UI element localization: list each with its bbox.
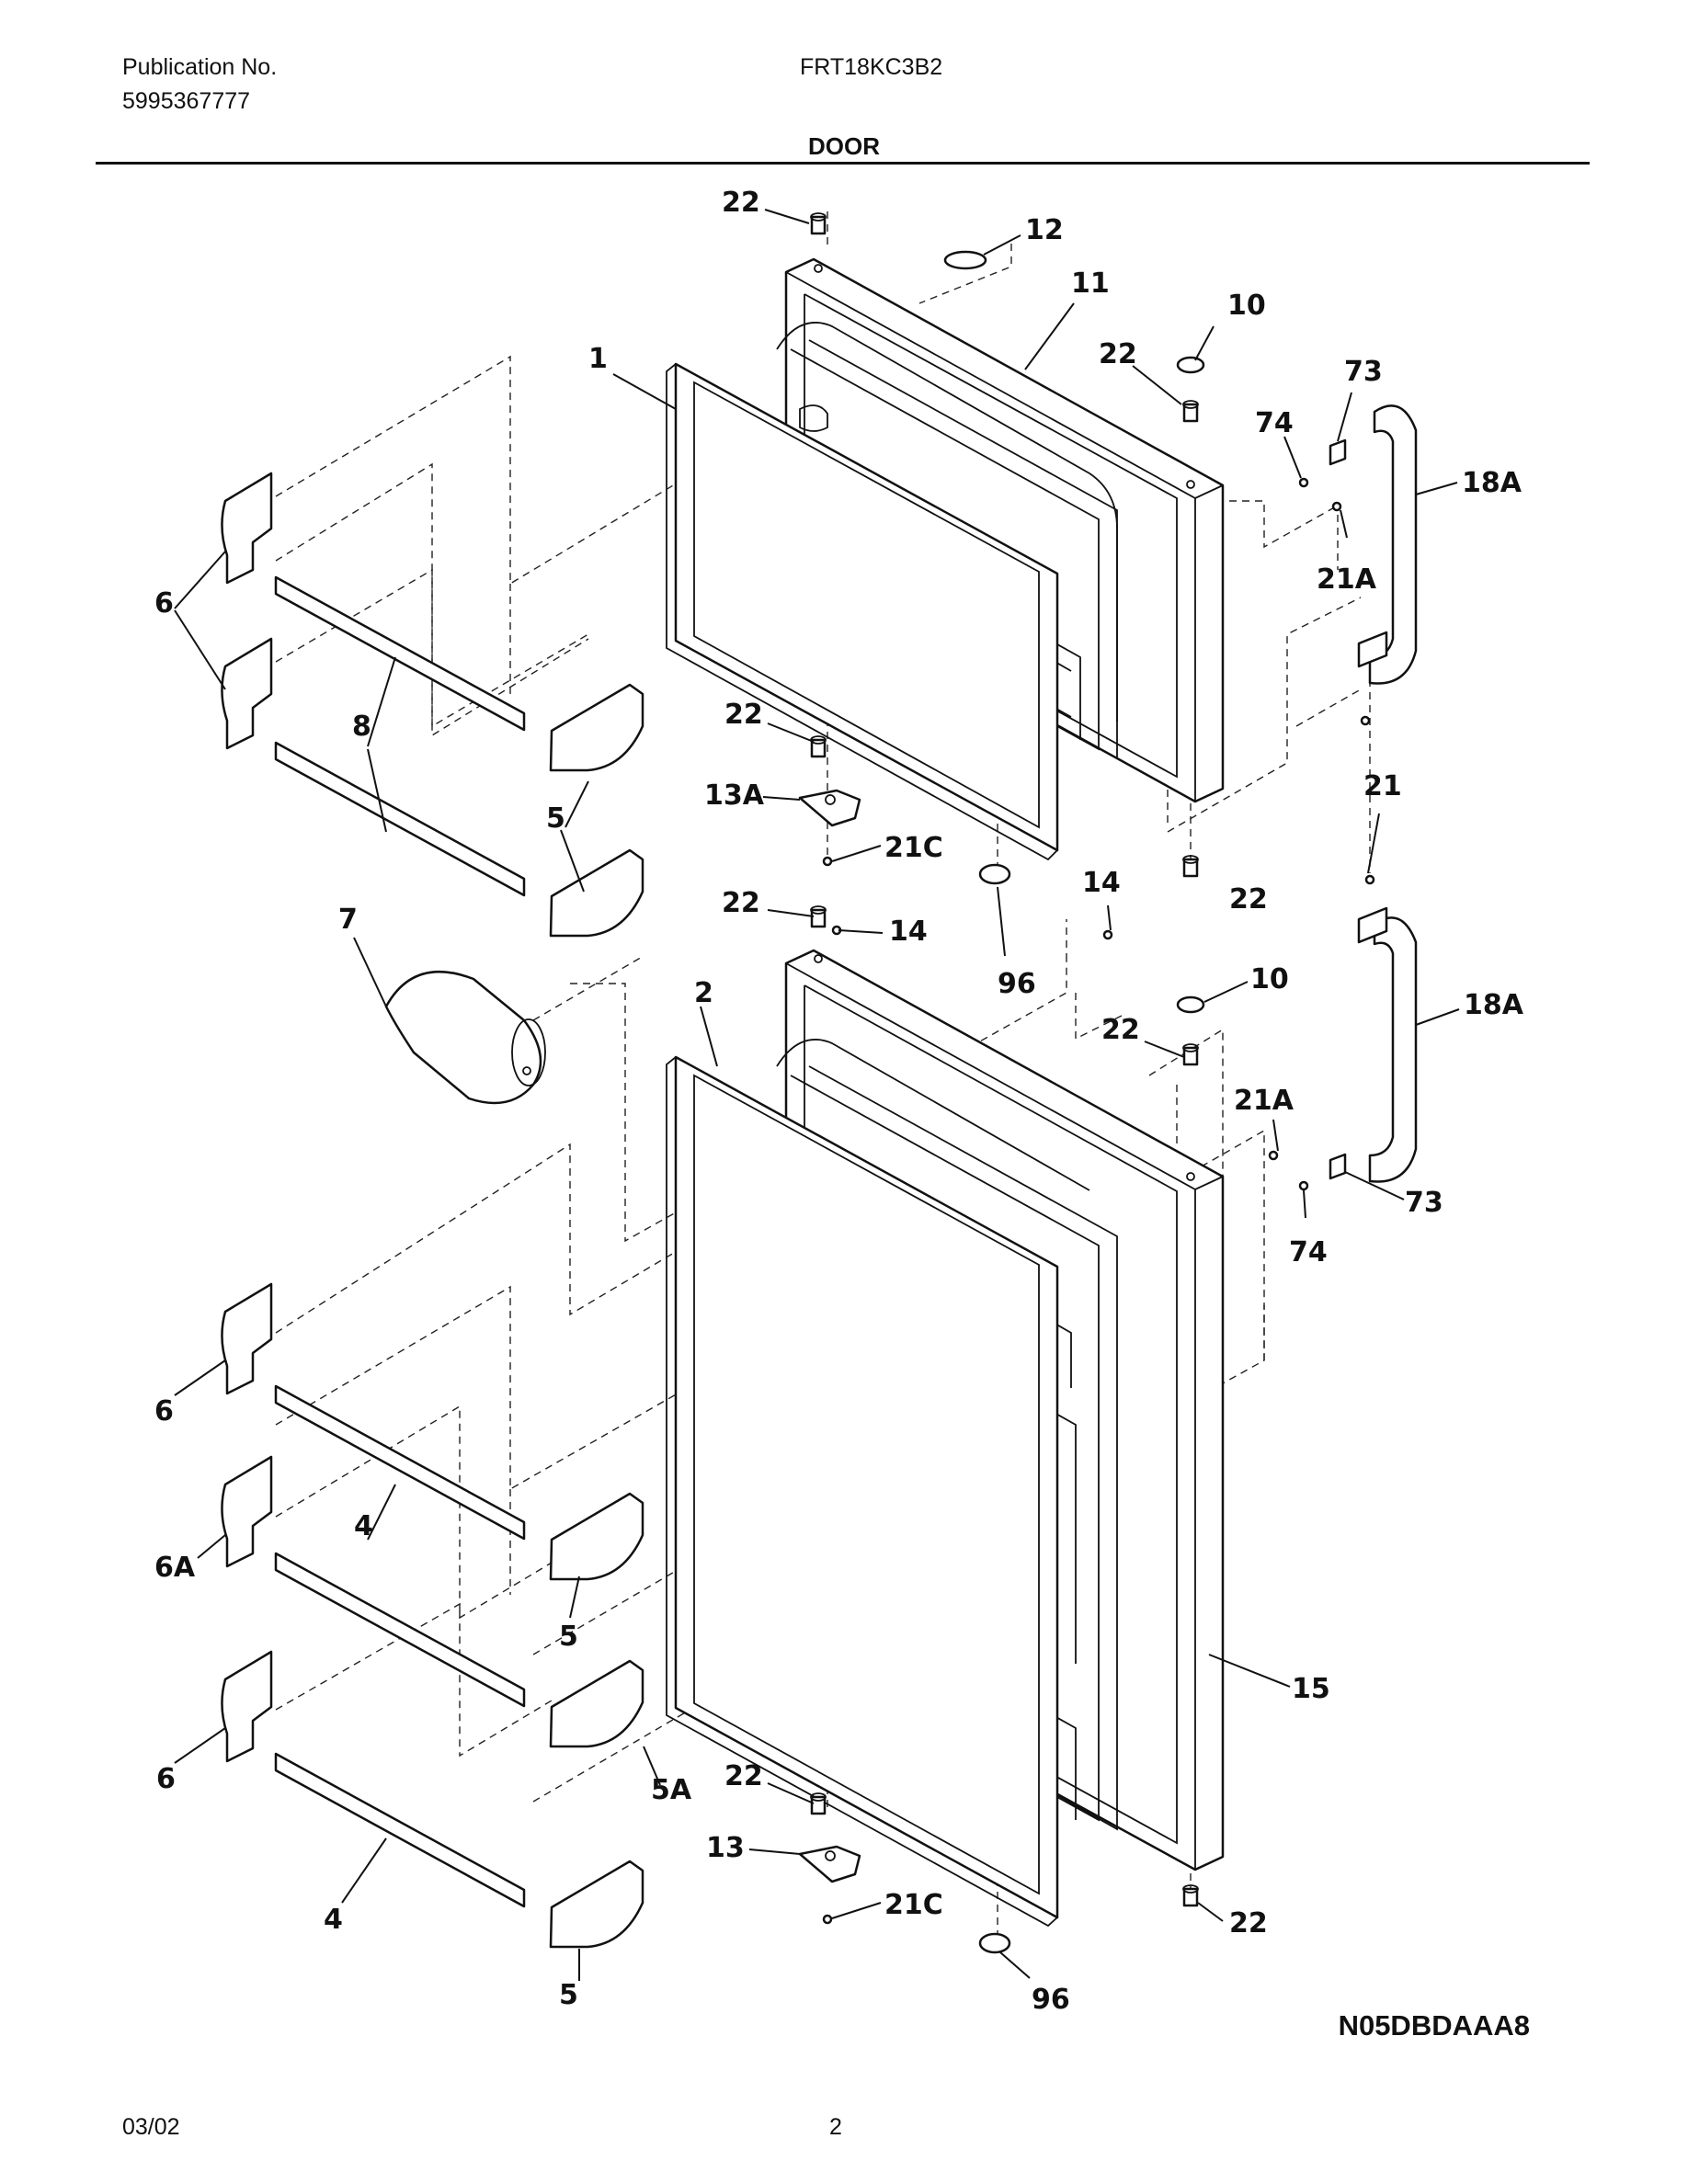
header-rule xyxy=(96,162,1590,165)
model-number: FRT18KC3B2 xyxy=(800,54,943,80)
diagram-code: N05DBDAAA8 xyxy=(1338,2009,1530,2042)
callout-label: 14 xyxy=(889,916,928,948)
footer-date: 03/02 xyxy=(122,2114,180,2140)
callout-label: 22 xyxy=(722,887,760,919)
callout-label: 73 xyxy=(1344,356,1383,388)
hardware xyxy=(798,212,1375,1954)
callout-label: 13 xyxy=(706,1832,745,1864)
freezer-door-gasket xyxy=(666,362,1059,861)
door-handles xyxy=(1357,404,1418,1183)
callout-label: 4 xyxy=(324,1904,343,1936)
fresh-food-door-gasket xyxy=(666,1055,1059,1928)
callout-label: 13A xyxy=(704,779,765,812)
callout-label: 22 xyxy=(724,1760,763,1792)
callout-label: 8 xyxy=(352,711,371,743)
callout-label: 10 xyxy=(1227,290,1266,322)
callout-label: 11 xyxy=(1071,267,1110,300)
left-shelf-brackets xyxy=(221,472,273,1763)
callout-label: 21C xyxy=(884,1889,943,1921)
callout-label: 22 xyxy=(724,699,763,731)
callout-label: 6 xyxy=(154,587,174,620)
callout-label: 6 xyxy=(156,1763,176,1795)
dairy-door-cover xyxy=(384,970,546,1105)
publication-number: 5995367777 xyxy=(122,88,251,114)
callout-label: 18A xyxy=(1464,989,1524,1021)
callout-label: 12 xyxy=(1025,214,1064,246)
callout-label: 21 xyxy=(1363,770,1402,802)
callout-label: 5A xyxy=(651,1774,692,1806)
callout-label: 96 xyxy=(998,968,1036,1000)
callout-labels: 22 12 11 10 1 22 73 74 18A 21A 6 8 22 13… xyxy=(154,187,1524,2016)
leader-lines xyxy=(174,209,1460,1981)
callout-label: 10 xyxy=(1250,963,1289,995)
callout-label: 2 xyxy=(694,977,713,1009)
callout-label: 73 xyxy=(1405,1187,1443,1219)
callout-label: 4 xyxy=(354,1510,373,1542)
callout-label: 6A xyxy=(154,1552,196,1584)
footer-page-number: 2 xyxy=(829,2114,842,2140)
callout-label: 5 xyxy=(559,1979,578,2011)
callout-label: 22 xyxy=(1229,883,1268,916)
callout-label: 21C xyxy=(884,832,943,864)
callout-label: 18A xyxy=(1462,467,1523,499)
callout-label: 22 xyxy=(1101,1014,1140,1046)
callout-label: 15 xyxy=(1292,1673,1330,1705)
callout-label: 14 xyxy=(1082,867,1121,899)
callout-label: 21A xyxy=(1317,563,1377,596)
callout-label: 74 xyxy=(1255,407,1294,439)
callout-label: 22 xyxy=(1099,338,1137,370)
callout-label: 5 xyxy=(546,802,565,835)
callout-label: 7 xyxy=(338,904,358,936)
callout-label: 96 xyxy=(1032,1984,1070,2016)
callout-label: 22 xyxy=(1229,1907,1268,1939)
publication-label: Publication No. xyxy=(122,54,278,80)
callout-label: 21A xyxy=(1234,1085,1295,1117)
callout-label: 74 xyxy=(1289,1236,1328,1268)
section-title: DOOR xyxy=(808,132,880,160)
callout-label: 22 xyxy=(722,187,760,219)
shelf-rails xyxy=(274,575,526,1908)
callout-label: 1 xyxy=(588,343,608,375)
callout-label: 5 xyxy=(559,1621,578,1653)
right-shelf-brackets xyxy=(549,683,644,1949)
callout-label: 6 xyxy=(154,1395,174,1428)
